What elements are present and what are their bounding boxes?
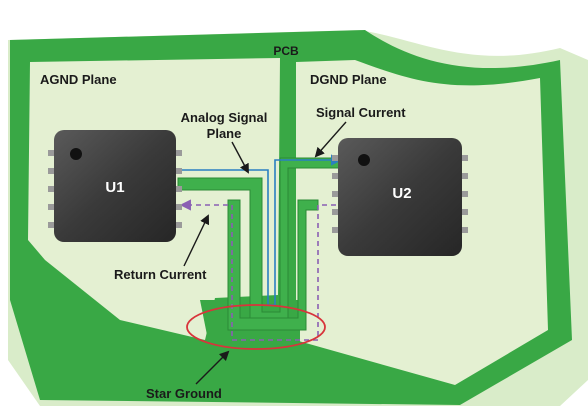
signal-current-leader: [314, 121, 347, 158]
chip-u2-pins: [332, 155, 468, 233]
signal-current-label: Signal Current: [316, 105, 406, 120]
analog-plane-leader: [231, 141, 249, 174]
chip-u2: U2: [332, 138, 468, 256]
return-current-label: Return Current: [114, 267, 207, 282]
analog-signal-plane-label-line2: Plane: [207, 126, 242, 141]
pcb-label: PCB: [273, 44, 299, 58]
chip-u2-body: [338, 138, 462, 256]
chip-u1-body: [54, 130, 176, 242]
return-current-path: [179, 199, 336, 341]
star-ground-leader: [195, 350, 230, 385]
chip-u1-label: U1: [105, 179, 124, 196]
star-ground-trace: [227, 199, 319, 331]
star-ground-ring: [186, 304, 326, 350]
chip-u2-pin1-dot: [358, 154, 370, 166]
chip-u1-pins: [48, 150, 182, 228]
chip-u1: U1: [48, 130, 182, 242]
chip-u1-pin1-dot: [70, 148, 82, 160]
star-ground-label: Star Ground: [146, 386, 222, 401]
analog-signal-plane-label-line1: Analog Signal: [181, 110, 268, 125]
chip-u2-label: U2: [392, 185, 411, 202]
return-current-leader: [183, 214, 210, 267]
agnd-plane-label: AGND Plane: [40, 72, 117, 87]
dgnd-plane-label: DGND Plane: [310, 72, 387, 87]
